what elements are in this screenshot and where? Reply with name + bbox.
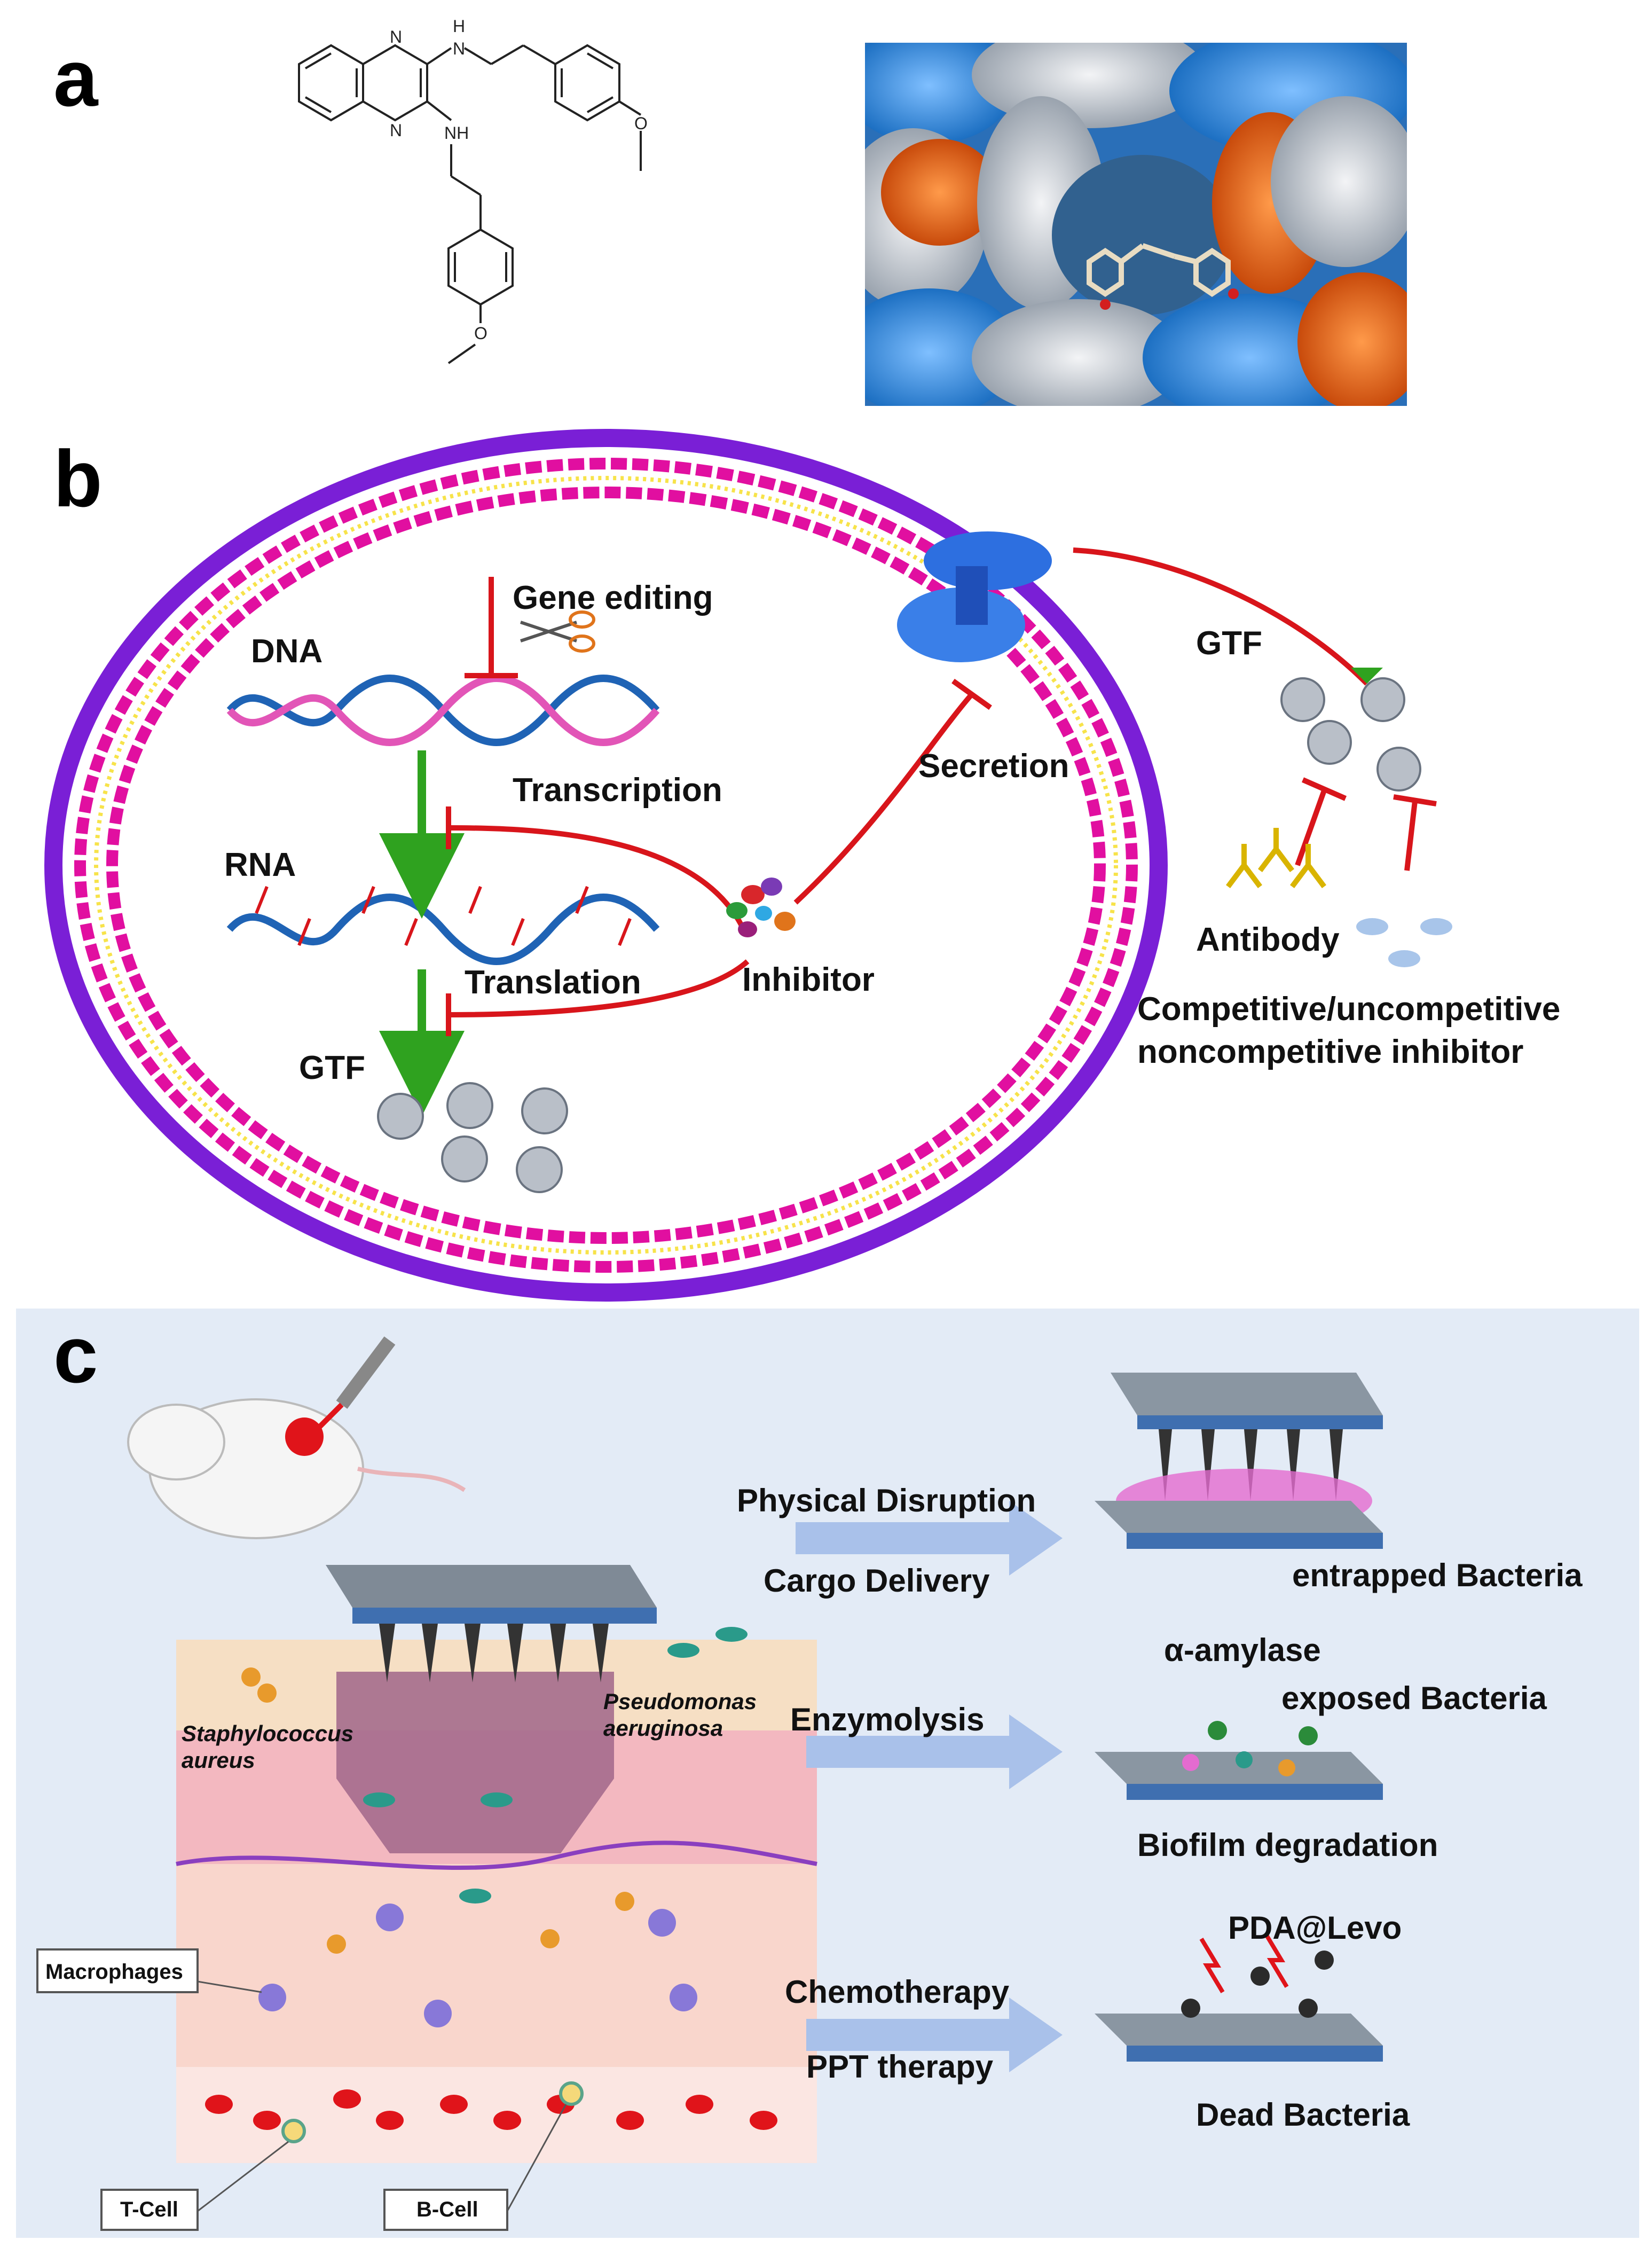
- dead-bacteria-label: Dead Bacteria: [1196, 2097, 1410, 2133]
- b-cell-label: B-Cell: [416, 2198, 478, 2221]
- scissors-icon: [520, 610, 595, 653]
- atom-n1: N: [390, 27, 402, 46]
- t-cell-callout: [100, 2141, 289, 2231]
- small-inhibitor-inhibit: [1404, 801, 1418, 871]
- macrophage-cells: [258, 1904, 697, 2027]
- aeruginosa-label: aeruginosa: [603, 1716, 723, 1741]
- laser-icon: [313, 1336, 396, 1434]
- inhibitor-label: Inhibitor: [742, 961, 875, 998]
- secretion-channel: [897, 531, 1052, 662]
- export-arrow: [1073, 547, 1369, 686]
- chemotherapy-label: Chemotherapy: [785, 1974, 1010, 2010]
- pda-levo-label: PDA@Levo: [1228, 1910, 1402, 1946]
- transcription-inhibit: [448, 825, 745, 928]
- inhibitor-molecules: [726, 878, 796, 937]
- b-cell-callout: [383, 2104, 567, 2231]
- dna-helix: [226, 675, 660, 746]
- gtf-proteins-outside: [1280, 677, 1421, 792]
- microneedle-patch: [326, 1565, 657, 1682]
- panel-c-diagram: Physical Disruption Cargo Delivery entra…: [16, 1309, 1639, 2238]
- mouse-icon: [127, 1398, 466, 1539]
- rna-helix: [226, 894, 660, 965]
- patch-over-biofilm: [1095, 1373, 1383, 1549]
- gtf-inside-label: GTF: [299, 1049, 365, 1086]
- biofilm-degradation-label: Biofilm degradation: [1137, 1827, 1438, 1863]
- lymphocyte-cells: [281, 2081, 584, 2143]
- atom-n2: N: [390, 121, 402, 140]
- small-molecule-inhibitors: [1356, 918, 1452, 967]
- aureus-label: aureus: [182, 1748, 255, 1773]
- antibody-inhibit: [1295, 789, 1327, 866]
- t-cell-label: T-Cell: [120, 2198, 178, 2221]
- pseudomonas-label: Pseudomonas: [603, 1689, 757, 1714]
- rna-label: RNA: [224, 847, 296, 883]
- chemical-structure: N N H N NH O O: [298, 17, 648, 364]
- macrophages-callout: [36, 1948, 262, 1993]
- secretion-label: Secretion: [918, 748, 1069, 785]
- exposed-bacteria-label: exposed Bacteria: [1281, 1680, 1547, 1716]
- atom-o2: O: [474, 324, 487, 343]
- docking-surface-image: [865, 43, 1407, 406]
- gene-editing-label: Gene editing: [513, 579, 713, 616]
- translation-label: Translation: [465, 964, 641, 1001]
- staphylococcus-bacteria: [241, 1667, 634, 1954]
- ppt-therapy-label: PPT therapy: [806, 2049, 994, 2085]
- secretion-inhibit: [793, 692, 974, 905]
- pseudomonas-bacteria: [363, 1627, 748, 1904]
- macrophages-label: Macrophages: [45, 1960, 183, 1984]
- antibody-label: Antibody: [1196, 921, 1340, 958]
- bilayer-mid: [94, 476, 1118, 1255]
- translation-inhibit: [448, 959, 750, 1017]
- bilayer-inner: [106, 487, 1106, 1244]
- inhibitor-types-line2: noncompetitive inhibitor: [1137, 1033, 1523, 1070]
- biofilm-degradation-plate: [1095, 1721, 1383, 1800]
- gtf-outside-label: GTF: [1196, 625, 1262, 662]
- bilayer-outer: [74, 458, 1138, 1273]
- panel-letter-b: b: [53, 434, 103, 523]
- alpha-amylase-label: α-amylase: [1164, 1632, 1321, 1668]
- transcription-label: Transcription: [513, 772, 722, 809]
- rna-bases: [255, 886, 632, 946]
- entrapped-bacteria-label: entrapped Bacteria: [1292, 1557, 1583, 1593]
- panel-b-diagram: Gene editing DNA Transcription RNA Trans…: [44, 429, 1560, 1302]
- dead-bacteria-plate: [1095, 1932, 1383, 2062]
- dna-label: DNA: [251, 633, 322, 670]
- panel-letter-a: a: [53, 33, 98, 123]
- cargo-delivery-label: Cargo Delivery: [764, 1563, 990, 1599]
- atom-nh2: NH: [444, 123, 469, 143]
- atom-nh1-h: H: [453, 17, 465, 36]
- gtf-proteins-inside: [377, 1082, 568, 1193]
- process-arrows: [796, 1501, 1063, 2072]
- panel-letter-c: c: [53, 1310, 98, 1399]
- atom-nh1-n: N: [453, 39, 465, 58]
- cell-membrane-outer: [44, 429, 1168, 1302]
- atom-o1: O: [634, 114, 648, 133]
- physical-disruption-label: Physical Disruption: [737, 1483, 1036, 1518]
- antibody-icon: [1226, 828, 1326, 888]
- enzymolysis-label: Enzymolysis: [790, 1702, 985, 1737]
- staphylococcus-label: Staphylococcus: [182, 1721, 353, 1746]
- inhibitor-types-line1: Competitive/uncompetitive: [1137, 991, 1560, 1028]
- biofilm-region: [336, 1672, 614, 1853]
